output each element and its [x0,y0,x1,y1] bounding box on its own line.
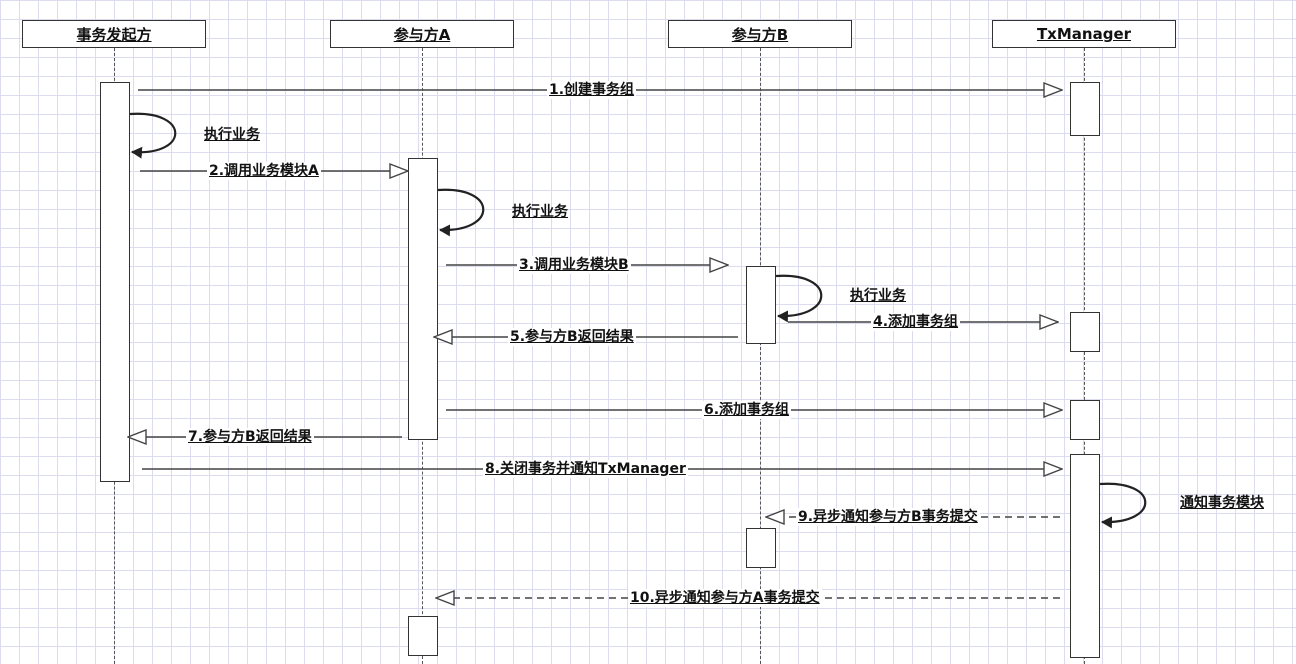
message-label-9: 9.异步通知参与方B事务提交 [796,508,980,526]
participant-b: 参与方B [668,20,852,48]
activation-initiator [100,82,130,482]
activation-tx-close [1070,454,1100,658]
lifeline-b [760,48,761,664]
self-call-label-txmanager: 通知事务模块 [1180,495,1264,511]
self-call-initiator [129,112,177,159]
self-call-label-b: 执行业务 [850,288,906,304]
message-label-2: 2.调用业务模块A [207,162,321,180]
activation-tx-add-b [1070,312,1100,352]
activation-tx-add-a [1070,400,1100,440]
message-label-8: 8.关闭事务并通知TxManager [483,460,688,478]
message-label-7: 7.参与方B返回结果 [186,428,314,446]
activation-tx-create [1070,82,1100,136]
message-label-3: 3.调用业务模块B [517,256,631,274]
self-call-b [775,274,823,323]
self-call-label-initiator: 执行业务 [204,127,260,143]
message-label-6: 6.添加事务组 [702,401,792,419]
message-label-4: 4.添加事务组 [871,313,961,331]
self-call-label-a: 执行业务 [512,204,568,220]
self-call-txmanager [1099,482,1147,529]
self-call-a [437,188,485,237]
lifeline-txmanager [1084,48,1085,664]
message-label-10: 10.异步通知参与方A事务提交 [628,589,822,607]
participant-txmanager: TxManager [992,20,1176,48]
message-label-1: 1.创建事务组 [547,81,637,99]
activation-b-commit [746,528,776,568]
participant-a: 参与方A [330,20,514,48]
message-label-5: 5.参与方B返回结果 [508,328,636,346]
activation-a-main [408,158,438,440]
activation-a-commit [408,616,438,656]
participant-initiator: 事务发起方 [22,20,206,48]
activation-b-main [746,266,776,344]
